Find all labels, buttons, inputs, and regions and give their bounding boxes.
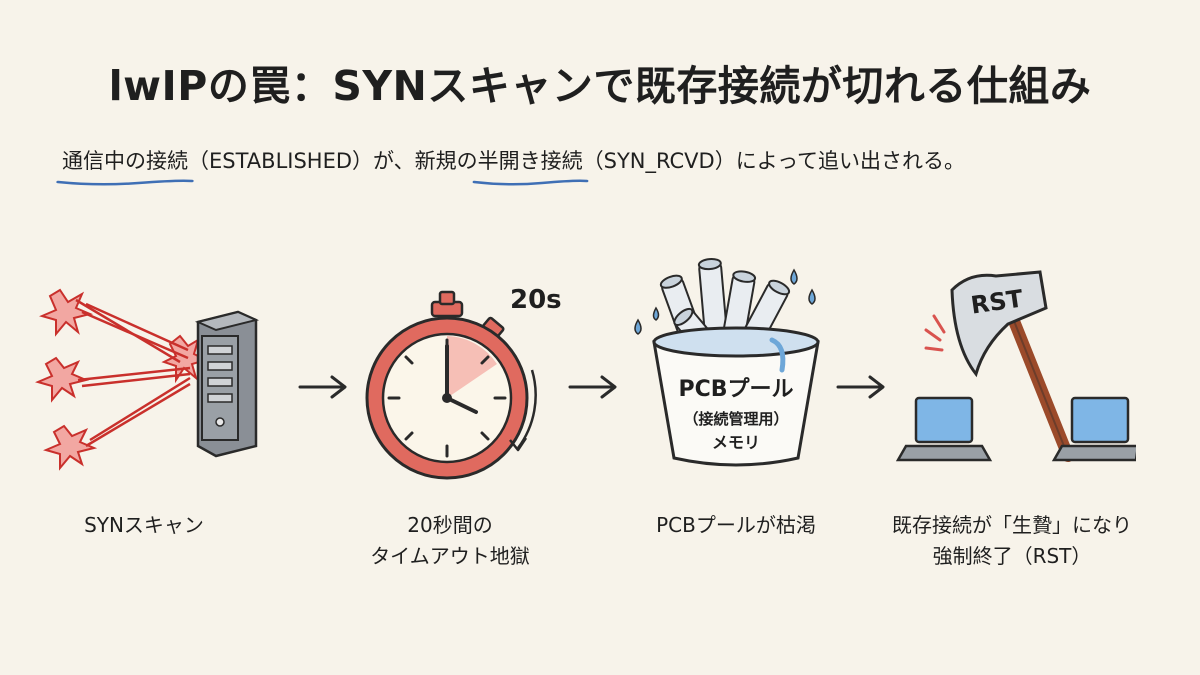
step-pcb-pool-illustration: PCBプール （接続管理用） メモリ	[616, 250, 856, 490]
arrow-right-icon	[566, 372, 620, 402]
bucket-label-2: （接続管理用）	[683, 410, 788, 428]
bucket-label-1: PCBプール	[678, 377, 793, 402]
burst-icon	[35, 288, 209, 471]
attack-lines	[75, 298, 191, 448]
underline-stroke	[56, 179, 194, 186]
caption-rst: 既存接続が「生贄」になり 強制終了（RST）	[892, 513, 1132, 568]
caption-syn-scan: SYNスキャン	[84, 513, 204, 537]
subtitle: 通信中の接続 （ESTABLISHED）が、新規の 半開き接続 （SYN_RCV…	[56, 145, 966, 186]
step-syn-scan-illustration	[30, 250, 270, 490]
subtitle-part1: 通信中の接続	[62, 149, 188, 173]
laptop-icon	[895, 396, 993, 462]
page-title: lwIPの罠：SYNスキャンで既存接続が切れる仕組み	[108, 62, 1092, 110]
timer-label: 20s	[510, 285, 562, 315]
step-rst-illustration: RST	[895, 250, 1140, 490]
bucket-icon	[652, 326, 820, 467]
impact-marks	[924, 314, 946, 352]
underlined-phrase-established: 通信中の接続	[56, 145, 194, 186]
underline-stroke	[472, 179, 589, 186]
laptop-icon	[1051, 396, 1140, 462]
underlined-phrase-half-open: 半開き接続	[472, 145, 589, 186]
caption-pcb-pool: PCBプールが枯渇	[656, 513, 816, 537]
subtitle-part2: （ESTABLISHED）が、新規の	[188, 149, 478, 173]
bucket-label-3: メモリ	[712, 433, 760, 452]
arrow-right-icon	[834, 372, 888, 402]
arrow-right-icon	[296, 372, 350, 402]
subtitle-part3: 半開き接続	[477, 149, 583, 173]
step-timeout-illustration: 20s	[340, 250, 580, 490]
water-drops-icon	[634, 268, 816, 335]
stopwatch-icon	[365, 290, 529, 480]
caption-timeout: 20秒間の タイムアウト地獄	[370, 513, 530, 568]
axe-icon: RST	[950, 270, 1074, 462]
subtitle-part4: （SYN_RCVD）によって追い出される。	[582, 149, 966, 173]
server-icon	[194, 310, 260, 458]
